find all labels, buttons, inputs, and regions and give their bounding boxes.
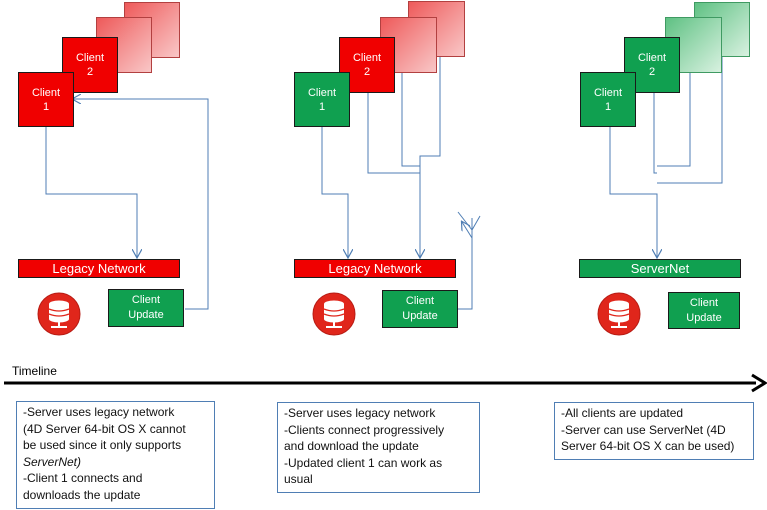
note-1-line-4: ServerNet) — [23, 454, 208, 471]
note-3-line-3: Server 64-bit OS X can be used) — [561, 439, 735, 453]
p3-client-update-box: Client Update — [668, 292, 740, 329]
p3-client3-to-network — [657, 60, 691, 167]
note-1-line-5: -Client 1 connects and — [23, 471, 143, 485]
p1-network-bar: Legacy Network — [18, 259, 180, 278]
p2-client3-to-network — [401, 60, 420, 167]
p1-client-update-box: Client Update — [108, 289, 184, 327]
p3-client-1: Client 1 — [580, 72, 636, 127]
p3-network-bar: ServerNet — [579, 259, 741, 278]
note-2-line-2: -Clients connect progressively — [284, 422, 445, 437]
p1-update-to-client1 — [73, 99, 209, 310]
p2-update-out — [458, 218, 473, 310]
p2-database-server-icon — [312, 292, 356, 336]
note-2-line-3: and download the update — [284, 439, 419, 453]
note-3-line-1: -All clients are updated — [561, 406, 684, 420]
p2-fork-arrows — [458, 211, 481, 239]
p3-database-server-icon — [597, 292, 641, 336]
p3-client2-to-network — [653, 85, 657, 174]
note-2-line-5: usual — [284, 472, 313, 486]
p1-database-server-icon — [37, 292, 81, 336]
p2-network-bar: Legacy Network — [294, 259, 456, 278]
p2-client2-to-network — [367, 85, 420, 257]
p2-client4-to-network — [419, 45, 441, 257]
note-2-line-4: -Updated client 1 can work as — [284, 455, 443, 470]
note-3-line-2: -Server can use ServerNet (4D — [561, 422, 726, 437]
note-panel-3: -All clients are updated -Server can use… — [554, 402, 754, 460]
p2-client-1: Client 1 — [294, 72, 350, 127]
p1-client1-to-network — [45, 127, 137, 257]
p2-client1-to-network — [321, 127, 348, 257]
note-1-servernet-italic: ServerNet) — [23, 454, 82, 469]
p3-client4-to-network — [657, 45, 723, 184]
p1-client-1: Client 1 — [18, 72, 74, 127]
note-panel-1: -Server uses legacy network (4D Server 6… — [16, 401, 215, 509]
note-panel-2: -Server uses legacy network -Clients con… — [277, 402, 480, 493]
note-1-line-6: downloads the update — [23, 487, 141, 502]
p3-client1-to-network — [609, 127, 657, 257]
note-2-line-1: -Server uses legacy network — [284, 406, 436, 420]
timeline-label: Timeline — [12, 364, 57, 378]
note-1-line-3: be used since it only supports — [23, 438, 182, 452]
note-1-line-1: -Server uses legacy network — [23, 405, 175, 419]
timeline-arrowhead — [751, 373, 767, 393]
p1-client-2: Client 2 — [62, 37, 118, 93]
note-1-line-2: (4D Server 64-bit OS X cannot — [23, 421, 186, 436]
p2-client-update-box: Client Update — [382, 290, 458, 328]
